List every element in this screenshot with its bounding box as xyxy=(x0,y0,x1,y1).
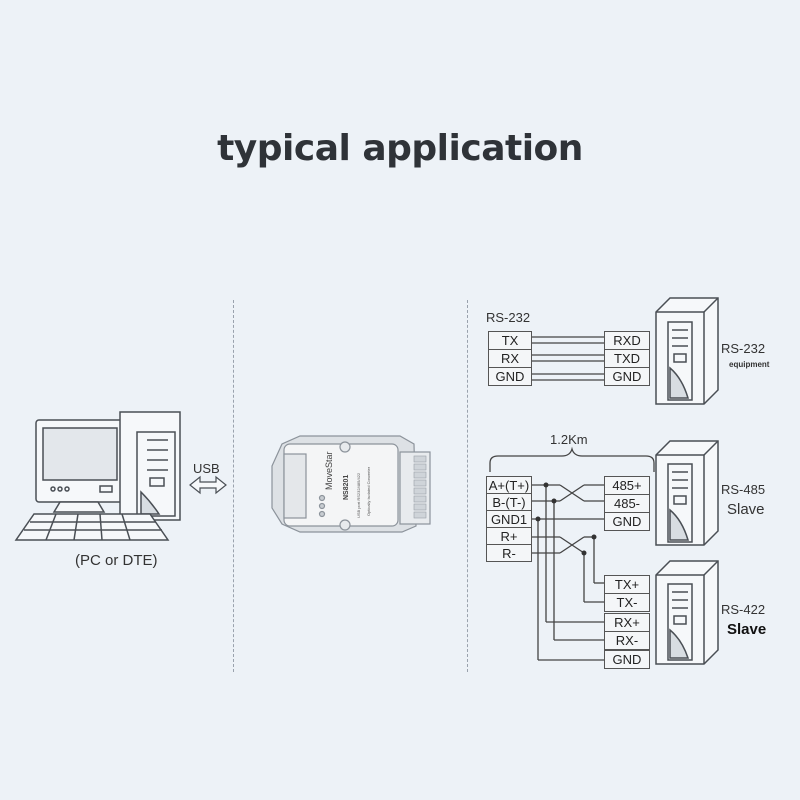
converter-device-image xyxy=(271,435,431,533)
computer-icon xyxy=(14,411,181,541)
rs485-left-pin: A+(T+) xyxy=(486,476,532,494)
junction-dots xyxy=(535,482,597,556)
page-title: typical application xyxy=(217,128,583,169)
rs422-right-pin: GND xyxy=(604,650,650,669)
device-model-label: NS8201 xyxy=(343,475,350,500)
rs422-device-sublabel: Slave xyxy=(727,621,767,638)
usb-label: USB xyxy=(193,461,220,476)
pc-caption: (PC or DTE) xyxy=(75,552,158,569)
rs485-right-pin: GND xyxy=(604,512,650,531)
section-divider-left xyxy=(233,300,234,672)
rs422-device-label: RS-422 xyxy=(721,602,766,617)
device-desc-2: Optically Isolated Converter xyxy=(366,466,371,516)
rs232-left-pin: RX xyxy=(488,349,532,368)
rs422-right-pin: RX+ xyxy=(604,613,650,632)
distance-label: 1.2Km xyxy=(550,432,588,447)
rs422-right-pin: RX- xyxy=(604,631,650,650)
rs232-header: RS-232 xyxy=(486,310,531,325)
rs232-right-pin: GND xyxy=(604,367,650,386)
rs232-left-pin: TX xyxy=(488,331,532,350)
svg-text:USB port RS232/485/422: USB port RS232/485/422 xyxy=(356,472,361,518)
server-tower-icon-rs232 xyxy=(655,297,719,405)
rs232-left-pin: GND xyxy=(488,367,532,386)
rs485-right-pin: 485+ xyxy=(604,476,650,495)
section-divider-right xyxy=(467,300,468,672)
rs232-right-pin: RXD xyxy=(604,331,650,350)
svg-text:NS8201: NS8201 xyxy=(343,475,350,500)
usb-arrow-icon xyxy=(189,475,227,495)
rs485-device-sublabel: Slave xyxy=(727,501,765,518)
rs232-device-sublabel: equipment xyxy=(729,360,770,369)
svg-text:MoveStar: MoveStar xyxy=(324,451,334,490)
rs232-device-label: RS-232 xyxy=(721,341,766,356)
rs485-right-pin: 485- xyxy=(604,494,650,513)
rs485-device-label: RS-485 xyxy=(721,482,766,497)
device-brand-label: MoveStar xyxy=(324,451,334,490)
rs485-left-pin: R+ xyxy=(486,527,532,545)
svg-text:Optically Isolated Converter: Optically Isolated Converter xyxy=(366,466,371,516)
rs232-right-pin: TXD xyxy=(604,349,650,368)
device-desc-1: USB port RS232/485/422 xyxy=(356,472,361,518)
rs485-left-pin: R- xyxy=(486,544,532,562)
rs422-right-pin: TX- xyxy=(604,593,650,612)
server-tower-icon-rs485 xyxy=(655,440,719,546)
rs485-left-pin: GND1 xyxy=(486,510,532,528)
rs485-left-pin: B-(T-) xyxy=(486,493,532,511)
server-tower-icon-rs422 xyxy=(655,560,719,665)
rs422-right-pin: TX+ xyxy=(604,575,650,594)
